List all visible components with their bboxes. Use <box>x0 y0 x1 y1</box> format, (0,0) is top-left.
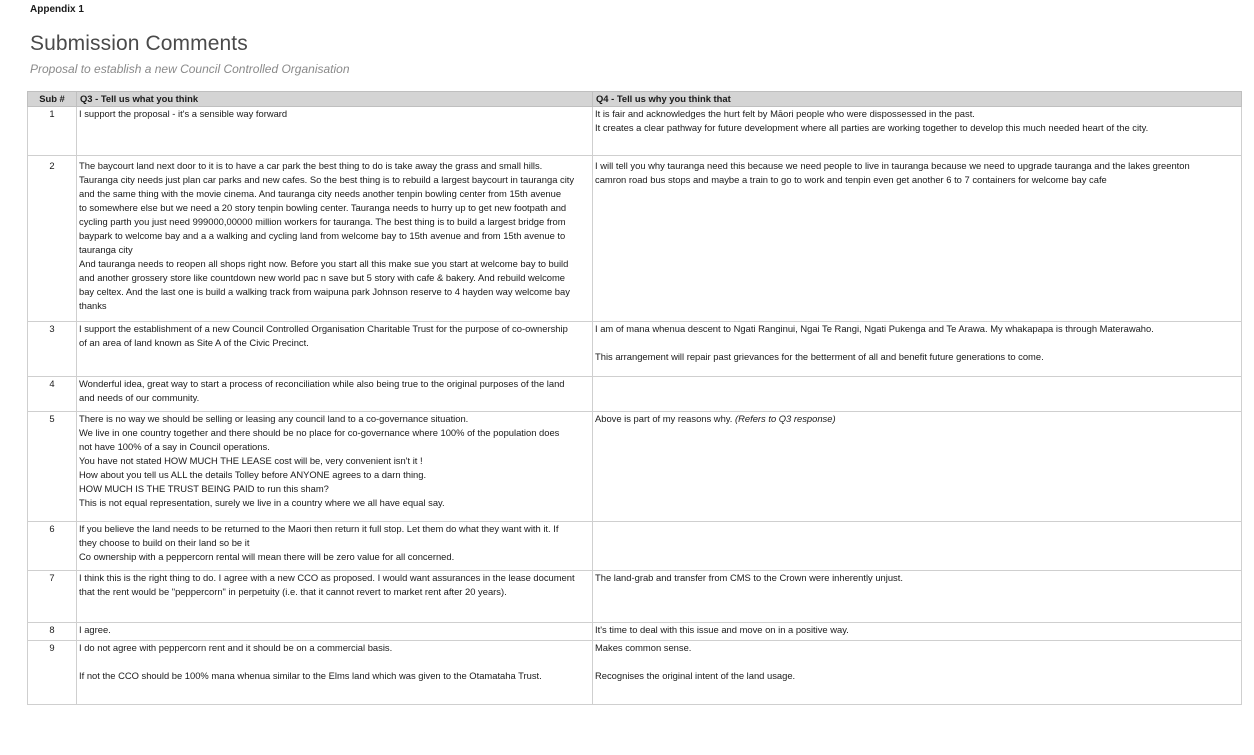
q4-response: It is fair and acknowledges the hurt fel… <box>592 106 1242 156</box>
table-row: 6 If you believe the land needs to be re… <box>27 521 1242 571</box>
q4-response: The land-grab and transfer from CMS to t… <box>592 570 1242 623</box>
text-line: that the rent would be "peppercorn" in p… <box>79 586 507 597</box>
text-line: HOW MUCH IS THE TRUST BEING PAID to run … <box>79 483 329 494</box>
table-row: 8 I agree. It's time to deal with this i… <box>27 622 1242 641</box>
text-line: It creates a clear pathway for future de… <box>595 122 1149 133</box>
table-row: 9 I do not agree with peppercorn rent an… <box>27 640 1242 705</box>
q4-italic-note: (Refers to Q3 response) <box>735 413 836 424</box>
sub-number: 9 <box>27 640 77 705</box>
q3-response: I support the proposal - it's a sensible… <box>76 106 593 156</box>
text-line: I will tell you why tauranga need this b… <box>595 160 1190 171</box>
q3-response: I agree. <box>76 622 593 641</box>
text-line: We live in one country together and ther… <box>79 427 560 438</box>
text-line: and needs of our community. <box>79 392 200 403</box>
line-gap <box>79 655 590 669</box>
text-line: bay celtex. And the last one is build a … <box>79 286 570 297</box>
q3-response: I support the establishment of a new Cou… <box>76 321 593 377</box>
column-header-q4: Q4 - Tell us why you think that <box>592 91 1242 107</box>
sub-number: 2 <box>27 155 77 322</box>
sub-number: 1 <box>27 106 77 156</box>
table-row: 7 I think this is the right thing to do.… <box>27 570 1242 623</box>
table-row: 1 I support the proposal - it's a sensib… <box>27 106 1242 156</box>
text-line: You have not stated HOW MUCH THE LEASE c… <box>79 455 423 466</box>
text-line: and the same thing with the movie cinema… <box>79 188 562 199</box>
text-line: baypark to welcome bay and a a walking a… <box>79 230 566 241</box>
text-line: tauranga city <box>79 244 133 255</box>
text-line: thanks <box>79 300 107 311</box>
text-line: and another grossery store like countdow… <box>79 272 566 283</box>
text-line: cycling parth you just need 999000,00000… <box>79 216 566 227</box>
q4-text: Above is part of my reasons why. <box>595 413 735 424</box>
text-line: It is fair and acknowledges the hurt fel… <box>595 108 975 119</box>
text-line: to somewhere else but we need a 20 story… <box>79 202 567 213</box>
q4-response: Makes common sense. Recognises the origi… <box>592 640 1242 705</box>
text-line: camron road bus stops and maybe a train … <box>595 174 1107 185</box>
text-line: Wonderful idea, great way to start a pro… <box>79 378 565 389</box>
text-line: Above is part of my reasons why. (Refers… <box>595 413 1239 427</box>
text-line: of an area of land known as Site A of th… <box>79 337 309 348</box>
text-line: There is no way we should be selling or … <box>79 413 469 424</box>
text-line: I support the establishment of a new Cou… <box>79 323 568 334</box>
q3-response: The baycourt land next door to it is to … <box>76 155 593 322</box>
page-title: Submission Comments <box>30 32 248 55</box>
text-line: If you believe the land needs to be retu… <box>79 523 559 534</box>
q4-response: It's time to deal with this issue and mo… <box>592 622 1242 641</box>
text-line: It's time to deal with this issue and mo… <box>595 624 849 635</box>
text-line: This arrangement will repair past grieva… <box>595 351 1044 362</box>
q3-response: I do not agree with peppercorn rent and … <box>76 640 593 705</box>
q4-response <box>592 376 1242 412</box>
text-line: Makes common sense. <box>595 642 692 653</box>
q3-response: If you believe the land needs to be retu… <box>76 521 593 571</box>
table-row: 5 There is no way we should be selling o… <box>27 411 1242 522</box>
text-line: This is not equal representation, surely… <box>79 497 445 508</box>
sub-number: 5 <box>27 411 77 522</box>
text-line: If not the CCO should be 100% mana whenu… <box>79 670 542 681</box>
sub-number: 3 <box>27 321 77 377</box>
page-subtitle: Proposal to establish a new Council Cont… <box>30 62 350 76</box>
q4-response: I am of mana whenua descent to Ngati Ran… <box>592 321 1242 377</box>
q4-response <box>592 521 1242 571</box>
text-line: I support the proposal - it's a sensible… <box>79 108 288 119</box>
table-header-row: Sub # Q3 - Tell us what you think Q4 - T… <box>27 91 1242 107</box>
text-line: The baycourt land next door to it is to … <box>79 160 543 171</box>
submissions-table: Sub # Q3 - Tell us what you think Q4 - T… <box>27 91 1242 705</box>
column-header-sub: Sub # <box>27 91 77 107</box>
q3-response: There is no way we should be selling or … <box>76 411 593 522</box>
text-line: I agree. <box>79 624 111 635</box>
sub-number: 4 <box>27 376 77 412</box>
text-line: Co ownership with a peppercorn rental wi… <box>79 551 455 562</box>
text-line: How about you tell us ALL the details To… <box>79 469 427 480</box>
q3-response: Wonderful idea, great way to start a pro… <box>76 376 593 412</box>
table-row: 3 I support the establishment of a new C… <box>27 321 1242 377</box>
text-line: Recognises the original intent of the la… <box>595 670 796 681</box>
q4-response: I will tell you why tauranga need this b… <box>592 155 1242 322</box>
text-line: I am of mana whenua descent to Ngati Ran… <box>595 323 1154 334</box>
text-line: Tauranga city needs just plan car parks … <box>79 174 575 185</box>
sub-number: 6 <box>27 521 77 571</box>
table-row: 4 Wonderful idea, great way to start a p… <box>27 376 1242 412</box>
line-gap <box>595 336 1239 350</box>
sub-number: 7 <box>27 570 77 623</box>
sub-number: 8 <box>27 622 77 641</box>
appendix-label: Appendix 1 <box>30 4 84 15</box>
table-row: 2 The baycourt land next door to it is t… <box>27 155 1242 322</box>
text-line: not have 100% of a say in Council operat… <box>79 441 270 452</box>
text-line: The land-grab and transfer from CMS to t… <box>595 572 903 583</box>
q3-response: I think this is the right thing to do. I… <box>76 570 593 623</box>
q4-response: Above is part of my reasons why. (Refers… <box>592 411 1242 522</box>
column-header-q3: Q3 - Tell us what you think <box>76 91 593 107</box>
text-line: And tauranga needs to reopen all shops r… <box>79 258 569 269</box>
text-line: I think this is the right thing to do. I… <box>79 572 575 583</box>
text-line: I do not agree with peppercorn rent and … <box>79 642 393 653</box>
text-line: they choose to build on their land so be… <box>79 537 250 548</box>
line-gap <box>595 655 1239 669</box>
